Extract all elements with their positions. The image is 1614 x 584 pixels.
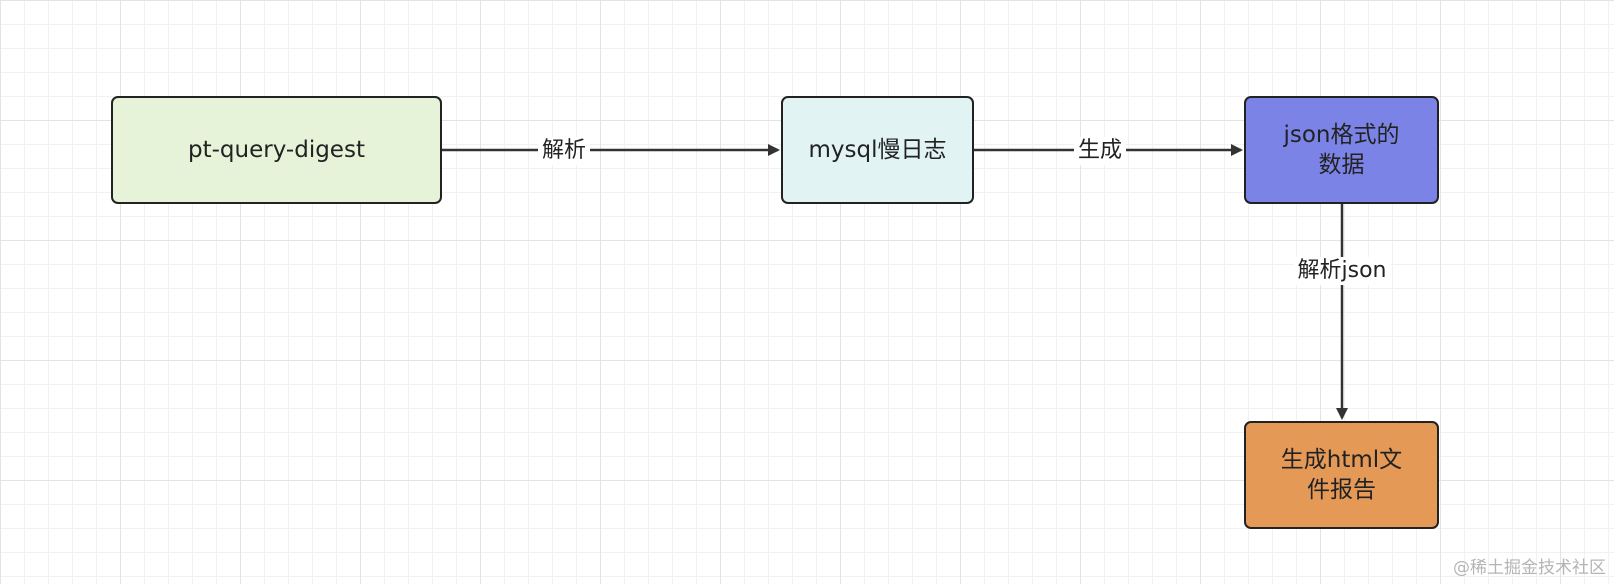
node-pt-query-digest-label: pt-query-digest: [188, 137, 365, 163]
edge-parse-label: 解析: [537, 137, 591, 165]
node-html-report-line-1: 生成html文: [1280, 447, 1403, 473]
node-html-report[interactable]: 生成html文 件报告: [1244, 421, 1439, 529]
node-json-data-line-2: 数据: [1318, 152, 1365, 178]
node-pt-query-digest[interactable]: pt-query-digest: [111, 96, 442, 204]
node-json-data[interactable]: json格式的 数据: [1244, 96, 1439, 204]
edge-parse-json-label: 解析json: [1293, 257, 1391, 285]
node-html-report-line-2: 件报告: [1307, 477, 1376, 503]
node-json-data-line-1: json格式的: [1283, 122, 1400, 148]
node-mysql-slow-log[interactable]: mysql慢日志: [781, 96, 974, 204]
watermark: @稀土掘金技术社区: [1453, 558, 1606, 578]
node-mysql-slow-log-label: mysql慢日志: [808, 137, 947, 163]
edge-generate-label: 生成: [1073, 137, 1127, 165]
